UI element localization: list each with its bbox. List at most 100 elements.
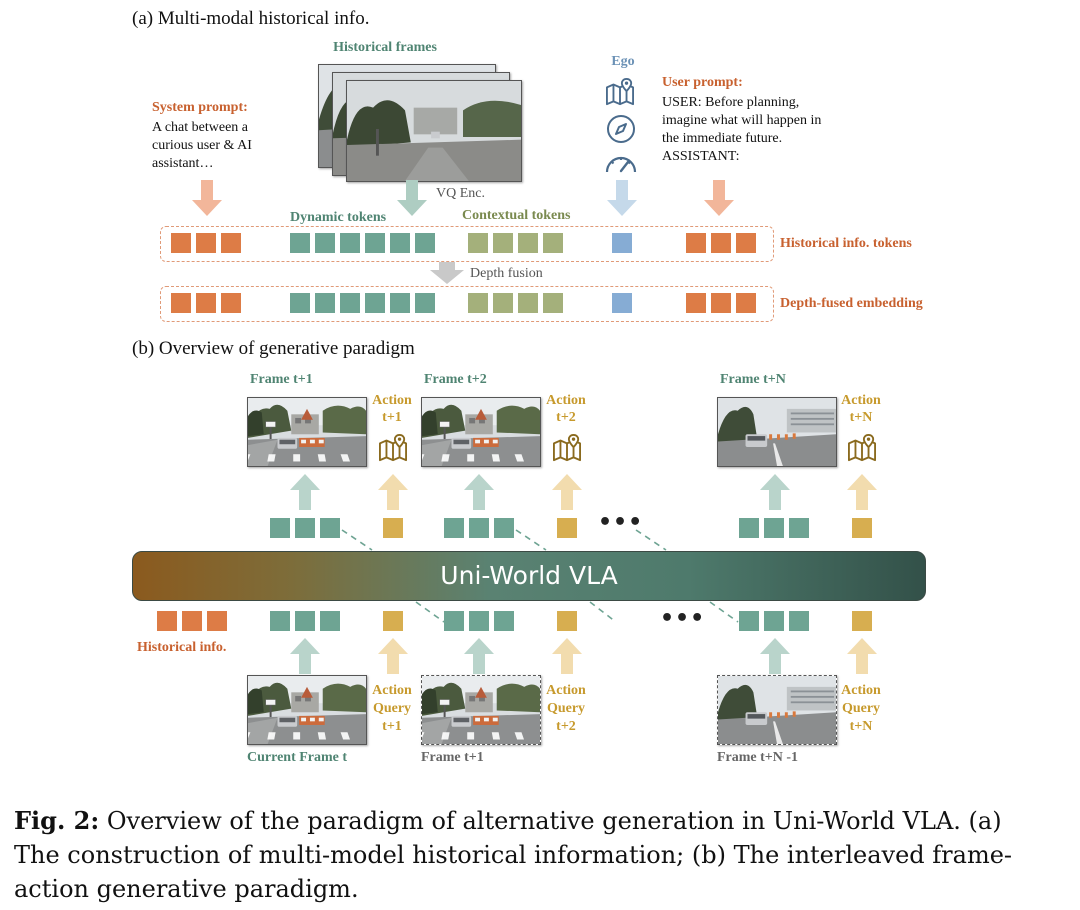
token-contextual	[518, 293, 538, 313]
token-user	[711, 293, 731, 313]
token-dynamic	[290, 293, 310, 313]
token-frame-out	[494, 518, 514, 538]
token-dynamic	[340, 233, 360, 253]
caption-line-1: Fig. 2: Overview of the paradigm of alte…	[14, 804, 1066, 838]
section-b-title: (b) Overview of generative paradigm	[132, 338, 415, 359]
section-a-title: (a) Multi-modal historical info.	[132, 8, 370, 29]
action-step: t+N	[849, 410, 873, 425]
compass-icon	[607, 115, 635, 143]
token-action-out	[557, 518, 577, 538]
token-system	[196, 293, 216, 313]
system-prompt-line: assistant…	[152, 156, 214, 171]
token-query-in	[852, 611, 872, 631]
token-ego	[612, 233, 632, 253]
generated-frame-t1	[247, 397, 367, 467]
vla-label: Uni-World VLA	[440, 561, 618, 590]
action-query-t2-label: Action Query t+2	[540, 682, 592, 736]
system-prompt-line: curious user & AI	[152, 138, 252, 153]
query-word: Action	[372, 683, 412, 698]
token-frame-out	[739, 518, 759, 538]
depth-fused-label: Depth-fused embedding	[780, 296, 923, 311]
query-word: Query	[546, 701, 586, 716]
token-user	[736, 293, 756, 313]
token-system	[196, 233, 216, 253]
token-historical	[207, 611, 227, 631]
system-prompt-line: A chat between a	[152, 120, 249, 135]
token-user	[711, 233, 731, 253]
system-prompt-body: A chat between a curious user & AI assis…	[152, 119, 252, 173]
system-prompt-title: System prompt:	[152, 100, 248, 115]
token-frame-in	[739, 611, 759, 631]
token-frame-out	[320, 518, 340, 538]
frame-t1-input-label: Frame t+1	[421, 750, 484, 765]
input-frame-t1	[421, 675, 541, 745]
token-dynamic	[415, 293, 435, 313]
caption-line-2: The construction of multi-model historic…	[14, 841, 1013, 869]
input-arrow-frame	[290, 638, 320, 674]
action-step: t+2	[556, 410, 576, 425]
ellipsis-top: •••	[598, 510, 644, 535]
action-word: Action	[841, 393, 881, 408]
token-system	[171, 233, 191, 253]
user-prompt-title: User prompt:	[662, 75, 743, 90]
token-user	[736, 233, 756, 253]
input-arrow-query	[552, 638, 582, 674]
token-frame-out	[444, 518, 464, 538]
action-word: Action	[546, 393, 586, 408]
token-dynamic	[315, 233, 335, 253]
ego-label: Ego	[611, 54, 635, 69]
token-contextual	[518, 233, 538, 253]
frame-tn-label: Frame t+N	[720, 372, 786, 387]
user-prompt-line: ASSISTANT:	[662, 149, 740, 164]
user-prompt-line: the immediate future.	[662, 131, 783, 146]
token-frame-out	[469, 518, 489, 538]
action-tn-label: Action t+N	[835, 392, 887, 426]
token-dynamic	[365, 233, 385, 253]
caption-line-3: action generative paradigm.	[14, 875, 359, 903]
token-frame-in	[789, 611, 809, 631]
query-step: t+2	[556, 719, 576, 734]
token-dynamic	[340, 293, 360, 313]
token-dynamic	[415, 233, 435, 253]
token-contextual	[493, 293, 513, 313]
query-step: t+1	[382, 719, 402, 734]
token-contextual	[493, 233, 513, 253]
token-dynamic	[290, 233, 310, 253]
token-system	[221, 293, 241, 313]
frame-t1-label: Frame t+1	[250, 372, 313, 387]
token-user	[686, 233, 706, 253]
caption-text-1: Overview of the paradigm of alternative …	[106, 807, 1002, 835]
action-t2-label: Action t+2	[540, 392, 592, 426]
token-frame-in	[764, 611, 784, 631]
token-frame-out	[789, 518, 809, 538]
depth-fusion-label: Depth fusion	[470, 266, 543, 281]
historical-frame-front	[346, 80, 522, 182]
input-frame-current	[247, 675, 367, 745]
token-action-out	[852, 518, 872, 538]
fig-label: Fig. 2:	[14, 806, 100, 835]
token-system	[171, 293, 191, 313]
token-contextual	[468, 233, 488, 253]
token-frame-out	[270, 518, 290, 538]
token-dynamic	[365, 293, 385, 313]
historical-info-label: Historical info.	[137, 640, 227, 655]
token-frame-in	[444, 611, 464, 631]
query-word: Action	[546, 683, 586, 698]
token-user	[686, 293, 706, 313]
ellipsis-bottom: •••	[660, 606, 706, 631]
user-prompt-line: imagine what will happen in	[662, 113, 822, 128]
input-arrow-frame	[760, 638, 790, 674]
input-arrow-query	[378, 638, 408, 674]
query-word: Action	[841, 683, 881, 698]
token-query-in	[557, 611, 577, 631]
figure-caption: Fig. 2: Overview of the paradigm of alte…	[14, 804, 1066, 906]
token-dynamic	[390, 293, 410, 313]
action-step: t+1	[382, 410, 402, 425]
speedometer-icon	[605, 156, 637, 173]
action-t1-label: Action t+1	[366, 392, 418, 426]
historical-frames-label: Historical frames	[333, 40, 437, 55]
contextual-tokens-label: Contextual tokens	[462, 208, 571, 223]
token-frame-in	[469, 611, 489, 631]
current-frame-label: Current Frame t	[247, 750, 348, 765]
